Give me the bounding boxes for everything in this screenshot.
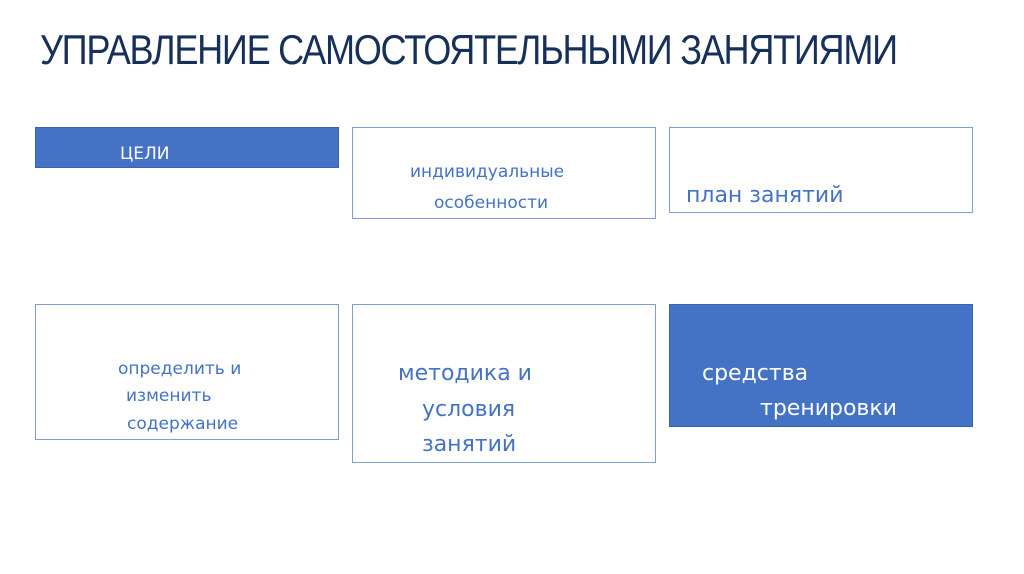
box-methods-conditions-line-1: методика и <box>398 361 532 386</box>
box-define-content: определить и изменить содержание <box>35 304 339 440</box>
box-training-plan-text: план занятий <box>686 183 844 208</box>
box-individual-features: индивидуальные особенности <box>352 127 656 219</box>
box-methods-conditions-line-3: занятий <box>422 432 517 457</box>
slide-title: УПРАВЛЕНИЕ САМОСТОЯТЕЛЬНЫМИ ЗАНЯТИЯМИ <box>40 26 898 73</box>
box-training-means-line-2: тренировки <box>760 396 897 421</box>
box-training-means: средства тренировки <box>669 304 973 427</box>
box-training-plan: план занятий <box>669 127 973 213</box>
box-methods-conditions: методика и условия занятий <box>352 304 656 463</box>
box-methods-conditions-line-2: условия <box>422 397 516 422</box>
box-individual-features-line-2: особенности <box>434 193 549 213</box>
box-define-content-line-1: определить и <box>118 359 242 379</box>
box-define-content-line-3: содержание <box>127 414 239 434</box>
box-define-content-line-2: изменить <box>126 386 212 406</box>
box-goals: ЦЕЛИ <box>35 127 339 168</box>
box-training-means-line-1: средства <box>702 361 809 386</box>
box-goals-text: ЦЕЛИ <box>120 144 170 164</box>
box-individual-features-line-1: индивидуальные <box>410 162 565 182</box>
